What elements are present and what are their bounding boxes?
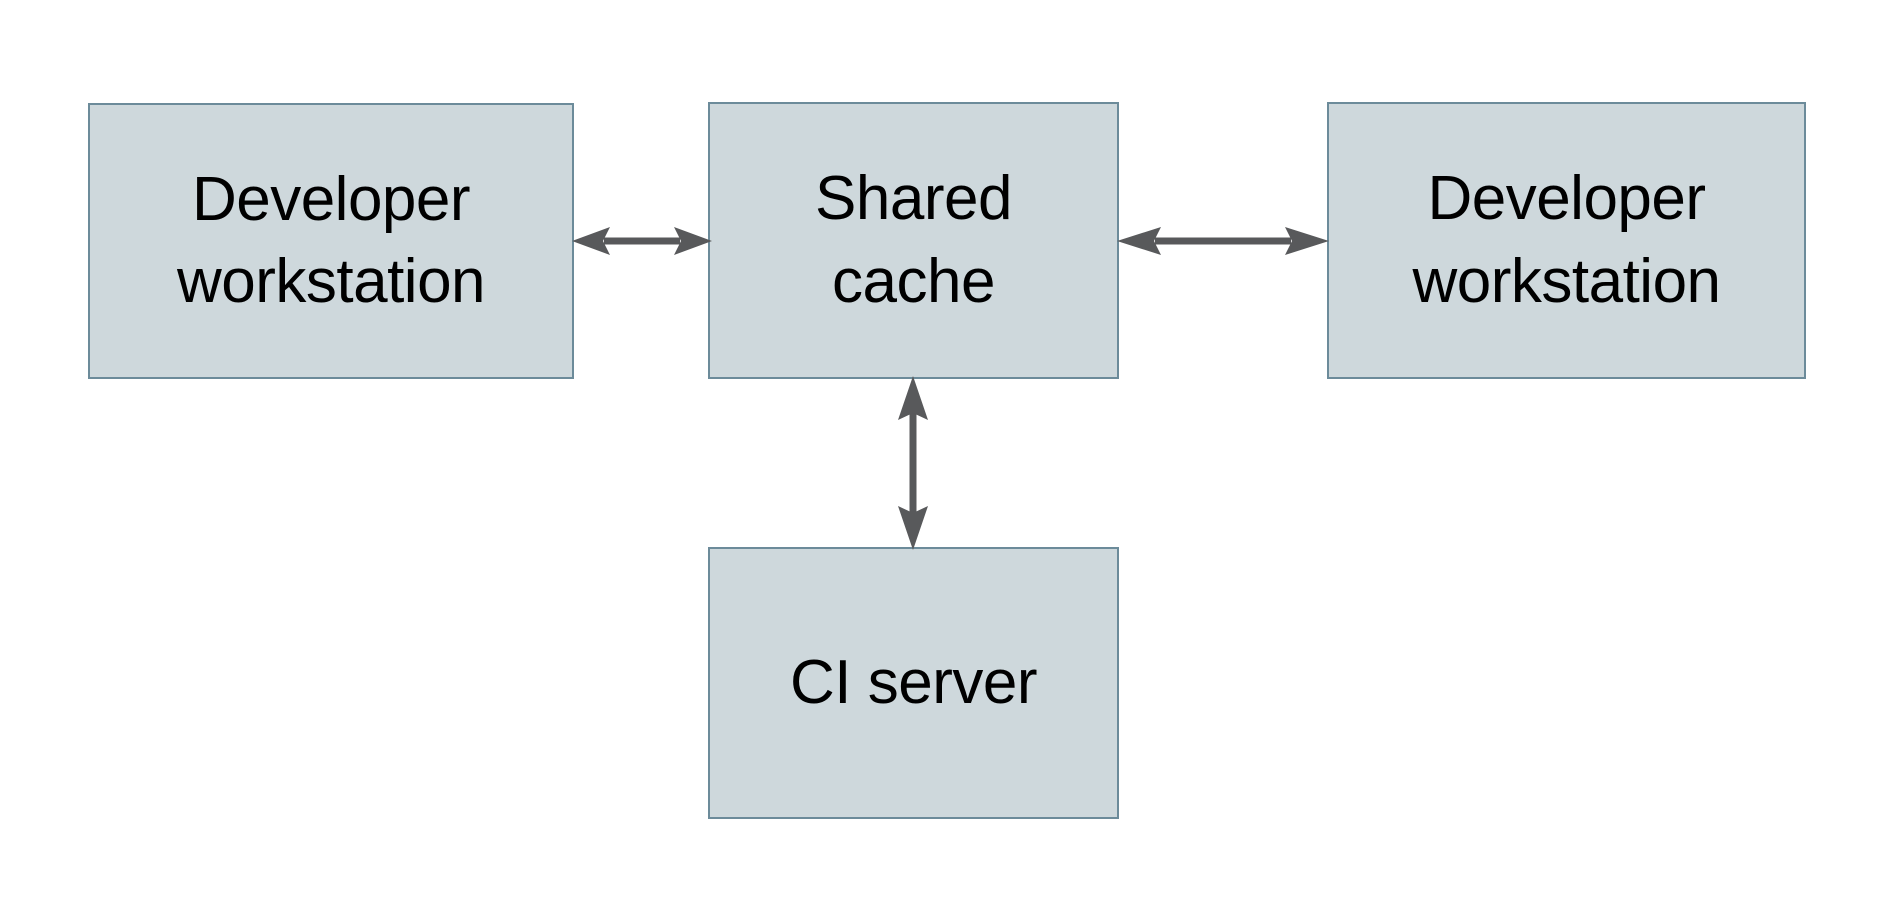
- node-label: CI server: [790, 647, 1037, 717]
- node-label: Developer workstation: [176, 164, 486, 316]
- connector-cache-to-ci[interactable]: [884, 374, 942, 552]
- connector-cache-to-dev-right[interactable]: [1115, 212, 1331, 270]
- node-label: Developer workstation: [1412, 164, 1721, 316]
- double-arrow-icon: [572, 227, 712, 255]
- node-dev-workstation-right[interactable]: Developer workstation: [1327, 102, 1806, 379]
- node-label: Shared cache: [815, 164, 1012, 316]
- connector-dev-left-to-cache[interactable]: [570, 212, 714, 270]
- double-arrow-icon: [1117, 227, 1329, 255]
- node-ci-server[interactable]: CI server: [708, 547, 1119, 819]
- node-shared-cache[interactable]: Shared cache: [708, 102, 1119, 379]
- double-arrow-icon: [898, 376, 928, 550]
- node-dev-workstation-left[interactable]: Developer workstation: [88, 103, 574, 379]
